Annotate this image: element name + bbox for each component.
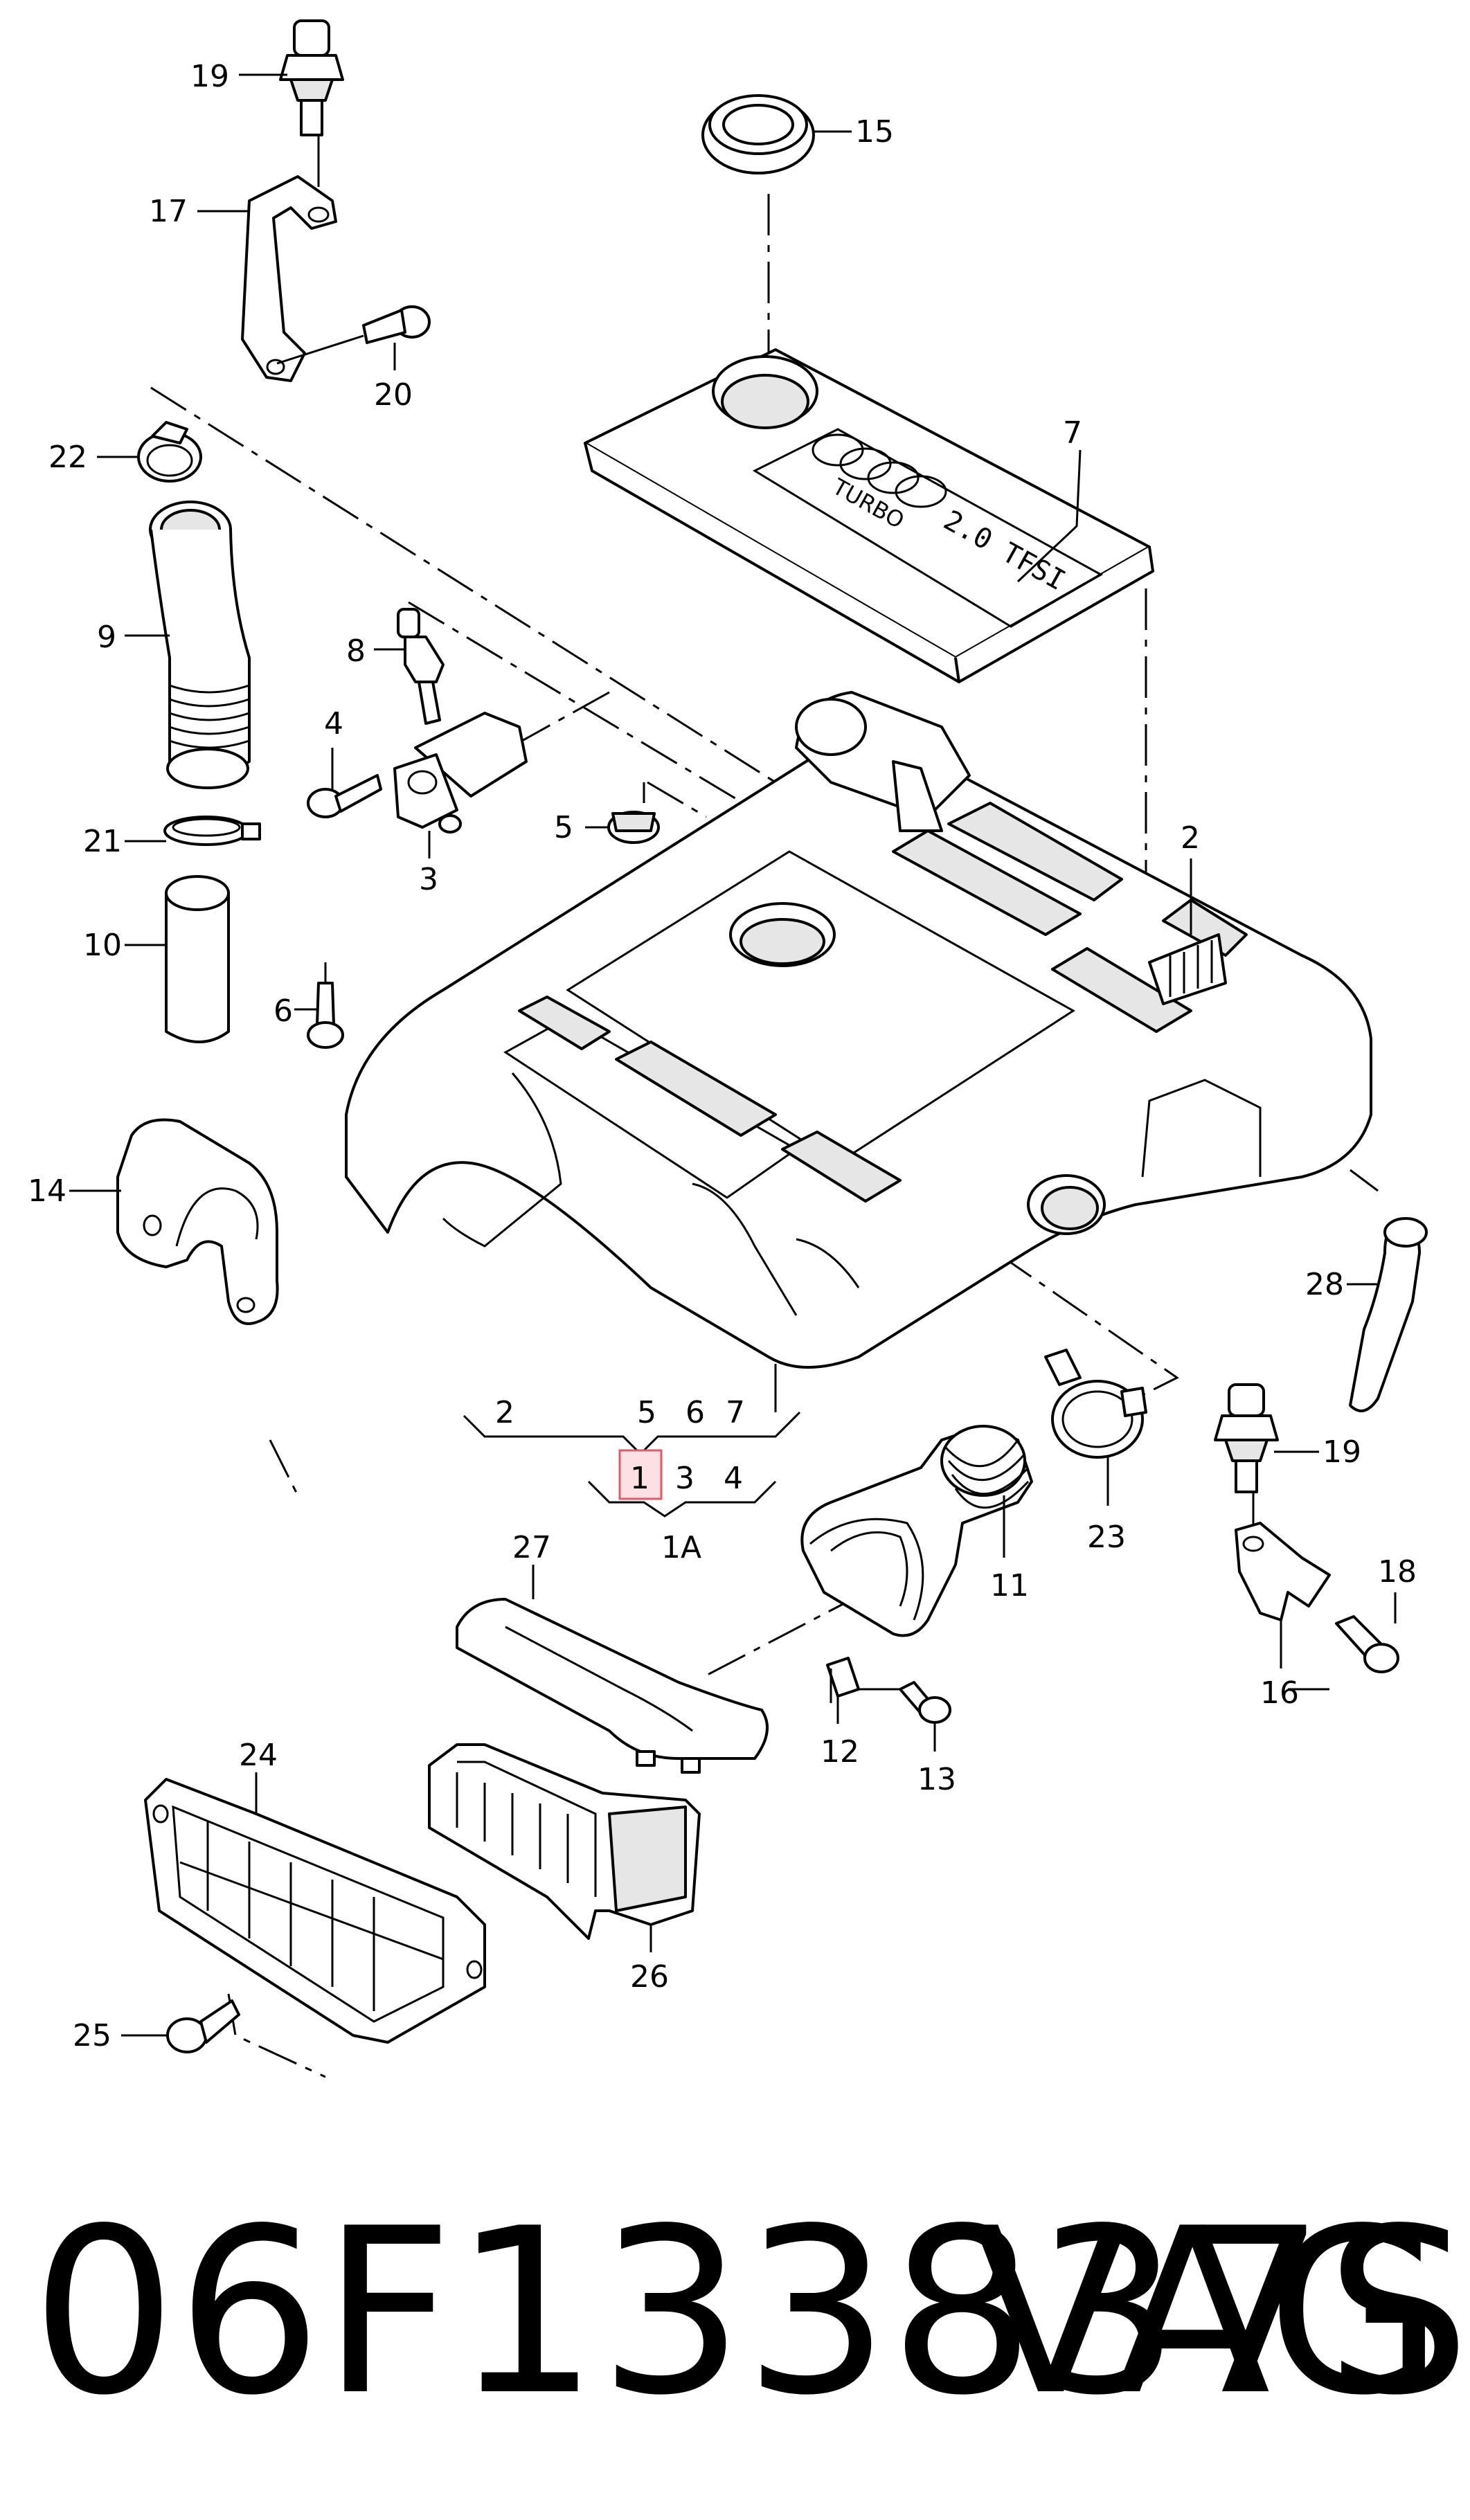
part-8-sensor — [397, 608, 445, 725]
part-12-clip — [826, 1657, 860, 1703]
callout-5: 5 — [554, 810, 573, 845]
part-26-air-duct — [428, 1743, 701, 1940]
part-13-screw — [859, 1681, 951, 1724]
part-6-screw — [307, 982, 344, 1049]
part-11-intake-boot — [800, 1425, 1033, 1637]
part-19-valve-bottom — [1214, 1383, 1279, 1530]
part-27-air-guide — [456, 1598, 769, 1774]
part-5-grommet — [607, 811, 660, 844]
part-16-bracket — [1235, 1522, 1331, 1621]
callout-17: 17 — [149, 194, 188, 229]
part-14-gasket — [116, 1118, 279, 1325]
callout-4: 4 — [324, 706, 343, 741]
callout-22: 22 — [48, 440, 87, 475]
group-top-6: 6 — [685, 1395, 705, 1430]
four-rings-logo — [812, 433, 947, 508]
part-22-clamp — [137, 421, 202, 483]
highlight-box-item-1 — [618, 1449, 663, 1500]
callout-3: 3 — [419, 862, 438, 897]
callout-9: 9 — [97, 620, 116, 655]
part-number-footer: 06F133837S VAG — [31, 2167, 1470, 2458]
leader-lines — [69, 73, 1397, 2037]
callout-labels: 19 17 20 15 7 22 9 8 4 3 5 2 21 10 6 14 … — [28, 59, 1417, 2053]
part-28-hose — [1349, 1217, 1428, 1412]
part-18-screw — [1335, 1615, 1399, 1673]
part-15-grommet — [701, 94, 815, 174]
callout-16: 16 — [1260, 1675, 1299, 1711]
part-number: 06F133837S — [31, 2179, 1470, 2445]
callout-19-top: 19 — [190, 59, 229, 94]
assembly-group-brackets — [463, 1364, 801, 1518]
main-engine-cover — [345, 691, 1372, 1369]
callout-28: 28 — [1305, 1267, 1344, 1302]
callout-26: 26 — [630, 1959, 669, 1995]
part-10-tube — [165, 875, 230, 1043]
part-24-frame — [144, 1778, 486, 2044]
part-23-clamp — [1044, 1349, 1147, 1459]
part-19-valve-top — [279, 19, 344, 187]
callout-25: 25 — [73, 2018, 111, 2053]
callout-24: 24 — [239, 1738, 278, 1773]
callout-10: 10 — [83, 928, 122, 963]
part-9-hose — [149, 501, 251, 789]
part-25-screw — [166, 1999, 240, 2053]
callout-7: 7 — [1063, 415, 1082, 451]
callout-12: 12 — [821, 1734, 859, 1770]
callout-19-bottom: 19 — [1323, 1434, 1361, 1470]
callout-8: 8 — [346, 633, 366, 669]
group-sub-1: 1 — [630, 1461, 649, 1496]
part-17-bracket — [241, 175, 337, 382]
callout-27: 27 — [512, 1530, 551, 1565]
part-3-air-mass-sensor — [393, 712, 528, 834]
group-sub-label: 1A — [661, 1530, 701, 1565]
group-top-2: 2 — [495, 1395, 514, 1430]
group-top-5: 5 — [637, 1395, 656, 1430]
part-20-bolt — [276, 305, 431, 365]
callout-14: 14 — [28, 1173, 66, 1209]
callout-2-cover: 2 — [1181, 820, 1200, 856]
brand-name: VAG — [972, 2179, 1444, 2445]
group-sub-4: 4 — [724, 1461, 743, 1496]
callout-15: 15 — [855, 114, 894, 150]
callout-11: 11 — [990, 1568, 1029, 1603]
callout-20: 20 — [374, 377, 413, 413]
callout-18: 18 — [1378, 1554, 1417, 1590]
part-7-engine-cover: TURBO 2.0 TFSI — [584, 348, 1154, 683]
part-4-screw — [307, 774, 382, 818]
group-top-7: 7 — [726, 1395, 745, 1430]
callout-23: 23 — [1087, 1520, 1126, 1555]
part-21-clamp — [163, 816, 261, 846]
callout-6: 6 — [274, 993, 293, 1029]
group-sub-3: 3 — [675, 1461, 694, 1496]
callout-13: 13 — [917, 1762, 956, 1797]
callout-21: 21 — [83, 824, 122, 859]
